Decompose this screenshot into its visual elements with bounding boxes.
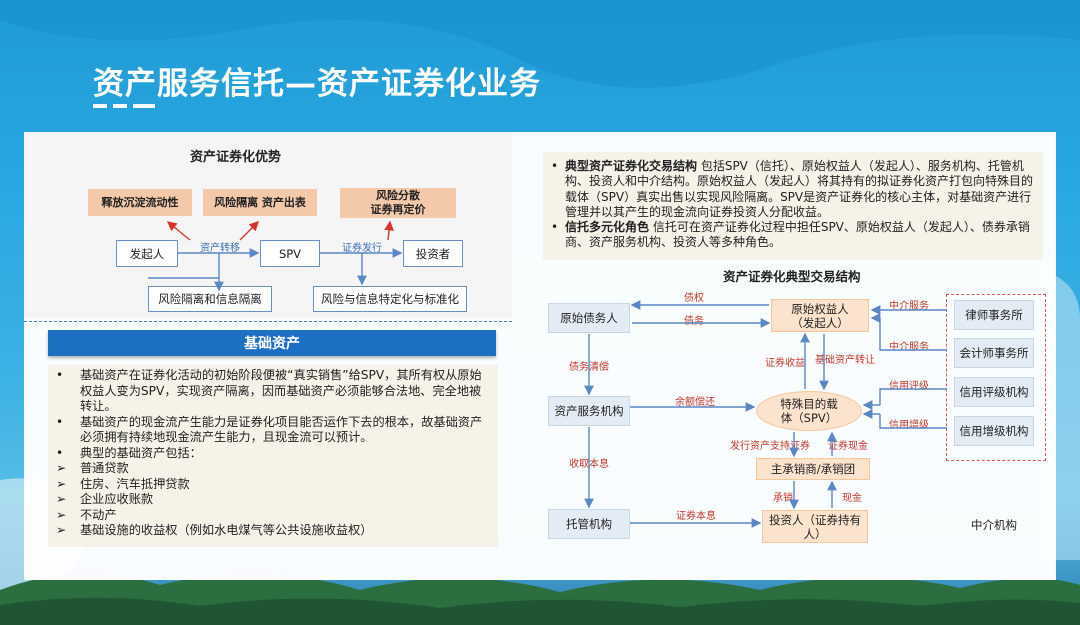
label-asset-transfer: 资产转移 (200, 243, 240, 254)
node-custodian: 托管机构 (548, 509, 630, 539)
label-sec-cash: 证券现金 (828, 441, 868, 452)
node-law-firm: 律师事务所 (954, 300, 1034, 330)
label-underwrite: 承销 (773, 493, 793, 504)
structure-description-box: •典型资产证券化交易结构 包括SPV（信托）、原始权益人（发起人）、服务机构、托… (543, 152, 1043, 260)
label-collect: 收取本息 (569, 459, 609, 470)
list-item: ➢住房、汽车抵押贷款 (56, 476, 190, 491)
structure-title: 资产证券化典型交易结构 (723, 269, 861, 284)
label-svc-2: 中介服务 (889, 342, 929, 353)
section-divider (24, 321, 512, 322)
label-asset-transfer-2: 基础资产转让 (815, 355, 875, 366)
label-principal-interest: 证券本息 (676, 511, 716, 522)
label-debt-repay: 债务清偿 (569, 362, 609, 373)
node-risk-info-isolation: 风险隔离和信息隔离 (148, 286, 272, 312)
node-investor-holder: 投资人（证券持有 人） (762, 510, 868, 543)
list-item: •信托多元化角色 信托可在资产证券化过程中担任SPV、原始权益人（发起人）、债券… (551, 220, 1030, 250)
list-item: •基础资产在证券化活动的初始阶段便被“真实销售”给SPV，其所有权从原始权益人变… (56, 368, 482, 413)
label-security-issue: 证券发行 (342, 243, 382, 254)
basic-assets-box: •基础资产在证券化活动的初始阶段便被“真实销售”给SPV，其所有权从原始权益人变… (48, 365, 498, 547)
label-balance-repay: 余额偿还 (675, 397, 715, 408)
advantage-risk-dispersion: 风险分散 证券再定价 (340, 188, 456, 218)
node-standardization: 风险与信息特定化与标准化 (313, 286, 467, 312)
list-item: •典型的基础资产包括： (56, 445, 202, 460)
node-credit-enhancer: 信用增级机构 (954, 416, 1034, 446)
label-cash: 现金 (842, 493, 862, 504)
node-accounting-firm: 会计师事务所 (954, 338, 1034, 368)
node-asset-servicer: 资产服务机构 (548, 396, 630, 426)
page-title: 资产服务信托—资产证券化业务 (93, 66, 541, 102)
list-item: •典型资产证券化交易结构 包括SPV（信托）、原始权益人（发起人）、服务机构、托… (551, 159, 1034, 219)
title-underline (93, 104, 161, 123)
node-underwriter: 主承销商/承销团 (756, 458, 870, 480)
advantage-liquidity: 释放沉淀流动性 (88, 189, 192, 216)
label-issue-abs: 发行资产支持证券 (730, 441, 810, 452)
node-original-equity-holder: 原始权益人 （发起人） (771, 299, 869, 332)
advantages-title: 资产证券化优势 (190, 150, 282, 165)
label-enhance: 信用增级 (889, 420, 929, 431)
node-original-debtor: 原始债务人 (548, 303, 630, 333)
label-claim: 债权 (684, 293, 704, 304)
list-item: ➢基础设施的收益权（例如水电煤气等公共设施收益权） (56, 523, 373, 537)
node-spv: SPV (260, 240, 320, 267)
node-originator: 发起人 (116, 240, 178, 267)
node-intermediaries: 中介机构 (971, 518, 1017, 532)
node-investor: 投资者 (403, 240, 463, 267)
advantage-risk-isolation: 风险隔离 资产出表 (203, 189, 317, 216)
list-item: ➢企业应收账款 (56, 492, 154, 506)
list-item: ➢不动产 (56, 507, 117, 522)
label-sec-income: 证券收益 (765, 358, 805, 369)
node-spv-ellipse: 特殊目的载 体（SPV） (756, 391, 862, 431)
label-svc-1: 中介服务 (889, 301, 929, 312)
label-rating: 信用评级 (889, 381, 929, 392)
intermediaries-group (946, 294, 1046, 461)
label-debt: 债务 (684, 316, 704, 327)
basic-assets-header: 基础资产 (48, 330, 496, 356)
list-item: ➢普通贷款 (56, 461, 129, 475)
node-rating-agency: 信用评级机构 (954, 377, 1034, 407)
list-item: •基础资产的现金流产生能力是证券化项目能否运作下去的根本，故基础资产必须拥有持续… (56, 414, 483, 445)
